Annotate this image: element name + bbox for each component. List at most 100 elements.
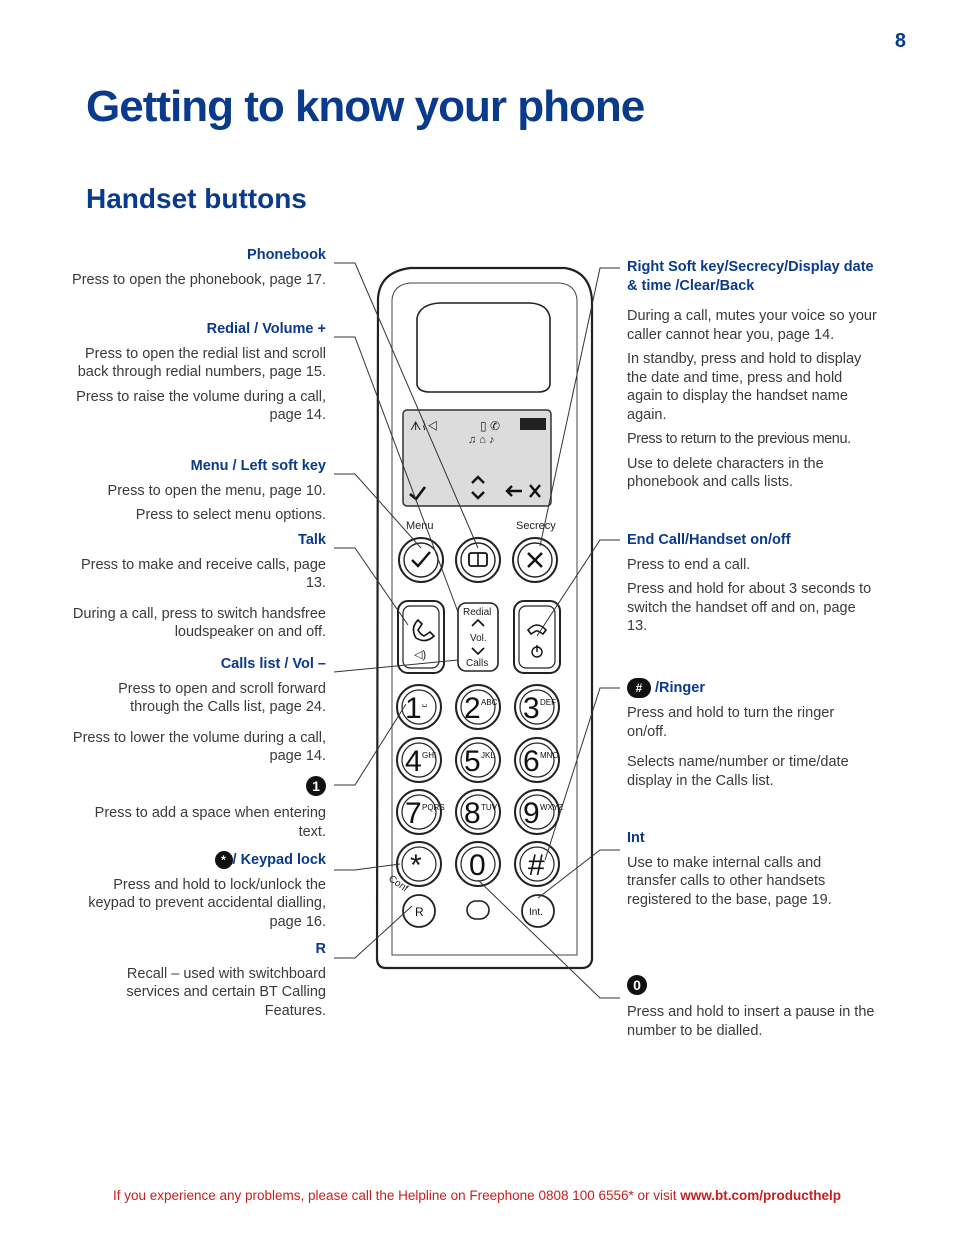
vol-label: Vol. bbox=[470, 633, 487, 644]
talk-block: Talk Press to make and receive calls, pa… bbox=[70, 531, 326, 642]
key1-block: 1 Press to add a space when entering tex… bbox=[70, 776, 326, 841]
r-key-label: R bbox=[415, 905, 424, 919]
svg-text:ᗑ⌇◁: ᗑ⌇◁ bbox=[410, 419, 438, 433]
star-key-icon: * bbox=[214, 851, 233, 870]
phonebook-heading: Phonebook bbox=[247, 247, 326, 263]
redial-label: Redial bbox=[463, 607, 491, 618]
leader-lines bbox=[333, 262, 620, 999]
key-digit: 6 bbox=[523, 745, 540, 778]
secrecy-button[interactable] bbox=[512, 537, 558, 583]
phonebook-desc: Press to open the phonebook, page 17. bbox=[72, 271, 326, 288]
menu-desc-1: Press to open the menu, page 10. bbox=[107, 482, 326, 499]
key-0-button[interactable]: 0 bbox=[455, 841, 501, 887]
calls-list-block: Calls list / Vol – Press to open and scr… bbox=[70, 655, 326, 766]
key-hash-button[interactable]: # bbox=[514, 841, 560, 887]
svg-text:▯ ✆: ▯ ✆ bbox=[480, 419, 500, 433]
microphone-hole bbox=[466, 900, 490, 920]
key-letters: TUV bbox=[481, 803, 498, 812]
ringer-desc-1: Press and hold to turn the ringer on/off… bbox=[627, 705, 835, 740]
int-button[interactable]: Int. bbox=[521, 894, 555, 928]
key-letters: DEF bbox=[540, 698, 556, 707]
key-letters: PQRS bbox=[422, 803, 445, 812]
redial-heading: Redial / Volume + bbox=[206, 321, 326, 337]
calls-list-heading: Calls list / Vol – bbox=[220, 656, 326, 672]
key1-icon: 1 bbox=[306, 776, 326, 796]
key-digit: 4 bbox=[405, 745, 422, 778]
key-star-button[interactable]: * bbox=[396, 841, 442, 887]
key0-block: 0 Press and hold to insert a pause in th… bbox=[627, 975, 877, 1040]
section-title: Handset buttons bbox=[86, 183, 307, 214]
footer-text: If you experience any problems, please c… bbox=[112, 1188, 681, 1203]
secrecy-softkey-label: Secrecy bbox=[516, 520, 556, 532]
right-softkey-heading: Right Soft key/Secrecy/Display date & ti… bbox=[627, 259, 874, 294]
redial-block: Redial / Volume + Press to open the redi… bbox=[70, 320, 326, 425]
key-digit: 2 bbox=[464, 692, 481, 725]
menu-desc-2: Press to select menu options. bbox=[135, 507, 326, 523]
footer-link[interactable]: www.bt.com/producthelp bbox=[680, 1188, 842, 1203]
ringer-block: # /Ringer Press and hold to turn the rin… bbox=[627, 678, 877, 790]
r-button[interactable]: R bbox=[402, 894, 436, 928]
int-desc: Use to make internal calls and transfer … bbox=[627, 854, 832, 908]
right-softkey-desc-3: Press to return to the previous menu. bbox=[627, 431, 851, 447]
svg-text:♫ ⌂ ♪: ♫ ⌂ ♪ bbox=[468, 434, 495, 446]
redial-volume-rocker[interactable]: Redial Vol. Calls bbox=[457, 602, 499, 672]
talk-desc-2: During a call, press to switch handsfree… bbox=[72, 605, 326, 641]
end-call-desc-1: Press to end a call. bbox=[627, 556, 751, 573]
talk-desc-1: Press to make and receive calls, page 13… bbox=[80, 556, 326, 592]
key-letters: WXYZ bbox=[540, 803, 563, 812]
calls-list-desc-1: Press to open and scroll forward through… bbox=[118, 680, 326, 716]
int-block: Int Use to make internal calls and trans… bbox=[627, 829, 872, 909]
end-call-desc-2: Press and hold for about 3 seconds to sw… bbox=[627, 581, 872, 634]
talk-heading: Talk bbox=[298, 532, 326, 548]
key-1-button[interactable]: 1␣ bbox=[396, 684, 442, 730]
right-softkey-desc-2: In standby, press and hold to display th… bbox=[627, 351, 862, 423]
key-letters: MNO bbox=[540, 751, 559, 760]
handset-display: ᗑ⌇◁ ▯ ✆ ♫ ⌂ ♪ bbox=[402, 409, 552, 507]
menu-button[interactable] bbox=[398, 537, 444, 583]
key-digit: 5 bbox=[464, 745, 481, 778]
page-title: Getting to know your phone bbox=[86, 82, 645, 131]
menu-softkey-label: Menu bbox=[406, 520, 434, 532]
key-letters: ␣ bbox=[422, 698, 427, 707]
ringer-desc-2: Selects name/number or time/date display… bbox=[627, 754, 849, 789]
menu-heading: Menu / Left soft key bbox=[190, 458, 326, 474]
hash-key-icon: # bbox=[627, 678, 651, 698]
calls-list-desc-2: Press to lower the volume during a call,… bbox=[72, 729, 326, 765]
page-number: 8 bbox=[894, 30, 906, 52]
talk-button[interactable]: ◁) bbox=[397, 600, 445, 674]
right-softkey-desc-4: Use to delete characters in the phoneboo… bbox=[627, 455, 824, 491]
phonebook-button[interactable] bbox=[455, 537, 501, 583]
key-letters: GHI bbox=[422, 751, 436, 760]
key0-icon: 0 bbox=[627, 975, 647, 995]
ringer-heading: /Ringer bbox=[655, 679, 705, 696]
key-letters: JKL bbox=[481, 751, 495, 760]
menu-block: Menu / Left soft key Press to open the m… bbox=[70, 457, 326, 525]
keypad-lock-desc: Press and hold to lock/unlock the keypad… bbox=[88, 876, 326, 930]
key0-desc: Press and hold to insert a pause in the … bbox=[627, 1004, 875, 1039]
key-digit: * bbox=[410, 849, 422, 882]
footer: If you experience any problems, please c… bbox=[0, 1188, 954, 1203]
keypad-lock-heading: / Keypad lock bbox=[232, 852, 326, 868]
phonebook-block: Phonebook Press to open the phonebook, p… bbox=[70, 246, 326, 289]
r-heading: R bbox=[315, 941, 326, 957]
key1-desc: Press to add a space when entering text. bbox=[94, 805, 326, 840]
calls-label: Calls bbox=[466, 658, 488, 669]
redial-desc-2: Press to raise the volume during a call,… bbox=[76, 388, 326, 424]
key-digit: # bbox=[528, 849, 545, 882]
key-digit: 7 bbox=[405, 797, 422, 830]
r-desc: Recall – used with switchboard services … bbox=[126, 965, 326, 1019]
key-digit: 0 bbox=[469, 849, 486, 882]
end-call-heading: End Call/Handset on/off bbox=[627, 532, 791, 548]
r-block: R Recall – used with switchboard service… bbox=[70, 940, 326, 1020]
key-digit: 1 bbox=[405, 692, 422, 725]
